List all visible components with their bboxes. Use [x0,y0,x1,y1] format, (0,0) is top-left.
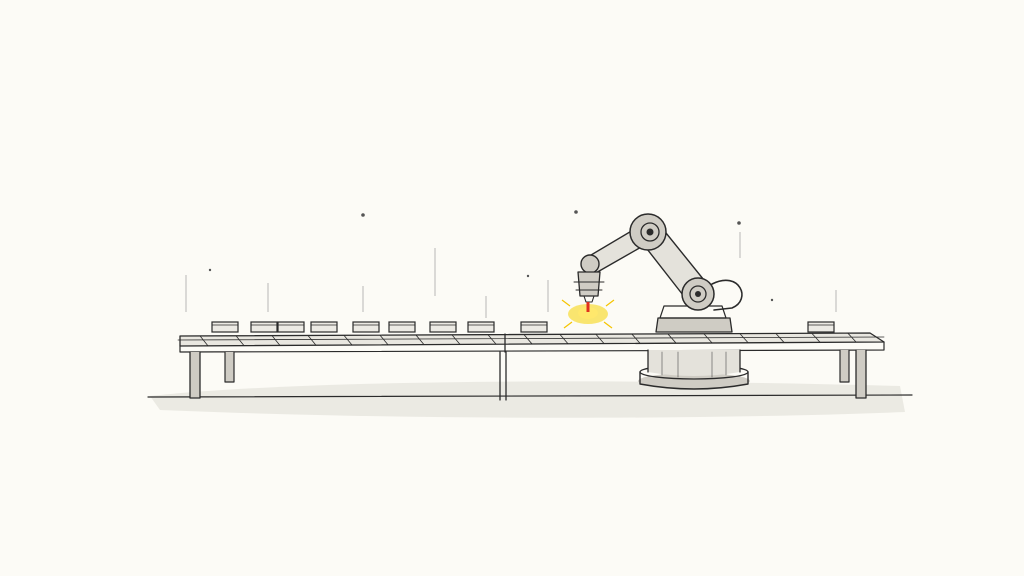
product-box [250,321,278,333]
product-box [211,321,239,333]
conveyor-slat [307,335,317,346]
dust-dots [208,210,774,302]
conveyor-slat [595,333,605,344]
product-box [352,321,380,333]
motion-lines [185,232,837,318]
product-box [807,321,835,333]
conveyor-legs [189,349,867,401]
conveyor-slat [199,335,209,347]
conveyor-slat [451,334,461,345]
conveyor-slat [811,333,821,343]
conveyor-slat [235,335,245,347]
conveyor-slat [775,333,785,343]
product-box [310,321,338,333]
product-box [467,321,495,333]
conveyor-slat [523,334,533,345]
conveyor-slat [631,333,641,344]
ground-shadow [147,381,913,418]
conveyor-slat [487,334,497,345]
product-box [277,321,305,333]
robot-base [638,305,750,390]
robotic-arm [573,213,743,311]
product-box [429,321,457,333]
product-box [388,321,416,333]
conveyor-slat [703,333,713,344]
conveyor-slat [847,332,857,343]
product-boxes [211,321,835,333]
conveyor-slat [271,335,281,346]
conveyor-slat [667,333,677,344]
conveyor-slat [739,333,749,344]
conveyor-slat [343,334,353,346]
conveyor-belt [177,332,885,401]
conveyor-slat [415,334,425,345]
welding-spark [561,299,615,329]
conveyor-slat [379,334,389,346]
product-box [520,321,548,333]
conveyor-slat [559,334,569,345]
